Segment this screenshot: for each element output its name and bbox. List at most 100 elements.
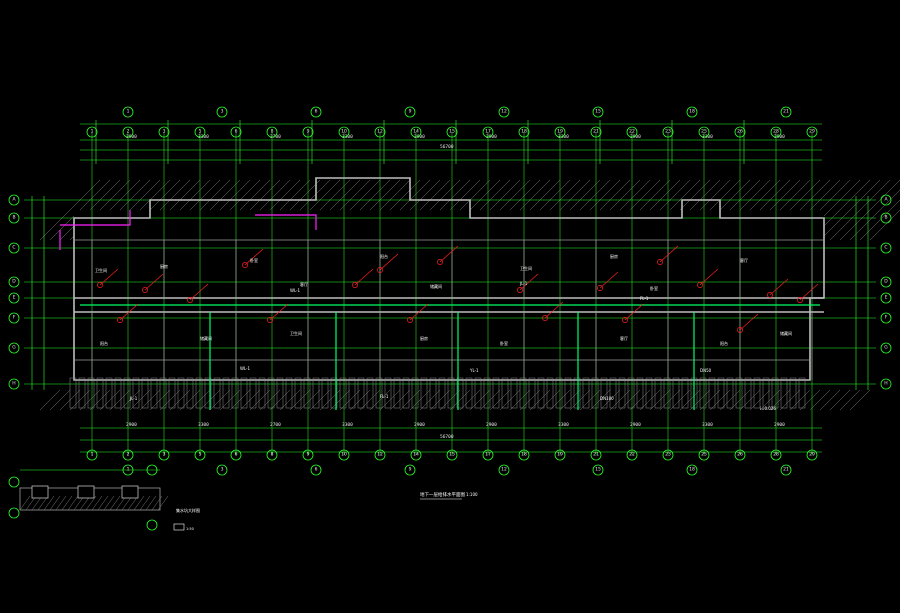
- hatch-line: [829, 389, 851, 411]
- pipe-label: DN100: [600, 396, 614, 401]
- hatch-line: [829, 179, 891, 241]
- axis-bubble-circle: [662, 126, 674, 138]
- axis-bubble-circle: [122, 106, 134, 118]
- dimension-label: 2900: [486, 422, 497, 428]
- hatch-line: [309, 389, 331, 411]
- axis-bubble-label: E: [13, 295, 16, 301]
- room-label: 客厅: [300, 281, 308, 287]
- hatch-line: [289, 389, 311, 411]
- axis-bubble-label: 17: [485, 452, 491, 458]
- riser-circle: [622, 317, 628, 323]
- detail-hatch: [133, 495, 145, 511]
- axis-bubble-right: A: [880, 194, 892, 206]
- axis-bubble-label: C: [884, 245, 887, 251]
- axis-bubble-bottom-secondary: 12: [498, 464, 510, 476]
- dimension-label: 2900: [414, 134, 425, 140]
- axis-bubble-circle: [194, 126, 206, 138]
- detail-hatch: [43, 495, 55, 511]
- riser-circle: [797, 297, 803, 303]
- axis-bubble-circle: [230, 126, 242, 138]
- axis-bubble-label: A: [884, 197, 888, 203]
- foundation-block: [681, 377, 689, 409]
- axis-bubble-circle: [338, 449, 350, 461]
- foundation-block: [141, 377, 149, 409]
- foundation-block: [168, 377, 176, 409]
- axis-bubble-right: D: [880, 276, 892, 288]
- axis-bubble-circle: [310, 106, 322, 118]
- foundation-block: [159, 377, 167, 409]
- axis-bubble-label: 3: [221, 467, 224, 473]
- axis-bubble-circle: [590, 126, 602, 138]
- hatch-line: [99, 389, 121, 411]
- foundation-block: [303, 377, 311, 409]
- dimension-total: 56700: [440, 144, 454, 150]
- pipe-label: JL-1: [129, 396, 138, 401]
- hatch-line: [279, 389, 301, 411]
- room-label: 卫生间: [520, 265, 532, 271]
- axis-bubble-circle: [446, 449, 458, 461]
- axis-bubble-label: 5: [199, 129, 202, 135]
- axis-bubble-circle: [302, 449, 314, 461]
- foundation-block: [348, 377, 356, 409]
- axis-bubble-circle: [86, 126, 98, 138]
- foundation-block: [555, 377, 563, 409]
- hatch-line: [349, 389, 371, 411]
- hatch-line: [409, 389, 431, 411]
- axis-bubble-top: 1: [86, 126, 98, 138]
- axis-bubble-label: 3: [163, 452, 166, 458]
- foundation-block: [96, 377, 104, 409]
- foundation-block: [564, 377, 572, 409]
- axis-bubble-top-secondary: 15: [592, 106, 604, 118]
- riser-leader: [269, 303, 289, 321]
- dimension-label: 2900: [486, 134, 497, 140]
- axis-bubble-bottom: 2: [122, 449, 134, 461]
- riser-circle: [407, 317, 413, 323]
- dimension-label: 2900: [126, 134, 137, 140]
- hatch-line: [49, 389, 71, 411]
- foundation-block: [519, 377, 527, 409]
- riser-circle: [517, 287, 523, 293]
- axis-bubble-bottom-secondary: 6: [310, 464, 322, 476]
- riser-circle: [437, 259, 443, 265]
- room-label: 卧室: [250, 257, 258, 263]
- axis-bubble-bottom-secondary: 3: [216, 464, 228, 476]
- axis-bubble-circle: [302, 126, 314, 138]
- foundation-block: [429, 377, 437, 409]
- foundation-block: [195, 377, 203, 409]
- riser-leader: [519, 273, 539, 291]
- axis-bubble-top: 25: [698, 126, 710, 138]
- riser-symbols: [97, 245, 819, 333]
- riser-circle: [377, 267, 383, 273]
- detail-hatch: [67, 495, 79, 511]
- axis-bubble-top: 3: [158, 126, 170, 138]
- foundation-block: [411, 377, 419, 409]
- hatch-line: [129, 389, 151, 411]
- axis-bubble-label: 8: [271, 452, 274, 458]
- hatch-line: [559, 389, 581, 411]
- axis-bubble-label: 2: [127, 452, 130, 458]
- axis-bubble-left: G: [8, 342, 20, 354]
- foundation-block: [546, 377, 554, 409]
- special-pipe: [60, 210, 131, 226]
- dimension-label: 3300: [342, 134, 353, 140]
- foundation-block: [492, 377, 500, 409]
- axis-bubble-label: D: [12, 279, 16, 285]
- axis-bubble-left: B: [8, 212, 20, 224]
- axis-bubble-bottom: 17: [482, 449, 494, 461]
- axis-bubble-circle: [498, 464, 510, 476]
- axis-bubble-circle: [880, 292, 892, 304]
- axis-bubble-circle: [880, 242, 892, 254]
- detail-hatch: [145, 495, 157, 511]
- hatch-line: [39, 389, 61, 411]
- pipe-label: YL-1: [469, 368, 479, 373]
- axis-bubble-top: 23: [662, 126, 674, 138]
- axis-bubble-label: G: [884, 345, 888, 351]
- detail-hatch: [55, 495, 67, 511]
- axis-bubble-label: F: [13, 315, 16, 321]
- room-label: 卧室: [650, 285, 658, 291]
- foundation-block: [789, 377, 797, 409]
- axis-bubble-circle: [410, 449, 422, 461]
- axis-bubble-label: 21: [783, 109, 789, 115]
- foundation-block: [726, 377, 734, 409]
